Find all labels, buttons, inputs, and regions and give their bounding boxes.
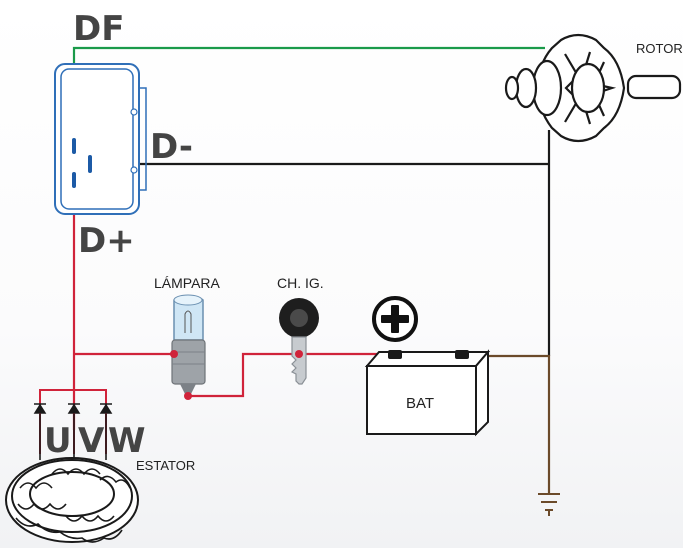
ground-icon	[538, 493, 560, 516]
stator[interactable]	[5, 457, 139, 543]
rotor[interactable]	[504, 33, 682, 143]
plus-circle-icon	[372, 296, 418, 342]
battery[interactable]	[364, 349, 491, 437]
lamp-to-key-wire	[187, 352, 296, 398]
d-minus-label: D-	[150, 127, 193, 167]
bat-label: BAT	[406, 395, 434, 412]
df-label: DF	[73, 9, 124, 49]
warning-lamp[interactable]	[170, 294, 206, 400]
w-label: W	[108, 421, 146, 461]
ch-ig-label: CH. IG.	[277, 275, 324, 291]
voltage-regulator[interactable]	[54, 63, 147, 215]
d-plus-label: D+	[78, 221, 135, 261]
v-label: V	[78, 421, 105, 461]
estator-label: ESTATOR	[136, 458, 195, 473]
lampara-label: LÁMPARA	[154, 275, 221, 291]
rotor-label: ROTOR	[636, 41, 683, 56]
ignition-key[interactable]	[279, 298, 319, 385]
ground-wire	[462, 354, 551, 494]
diode-icon	[33, 403, 113, 414]
stator-leads	[39, 414, 107, 460]
u-label: U	[44, 421, 72, 461]
